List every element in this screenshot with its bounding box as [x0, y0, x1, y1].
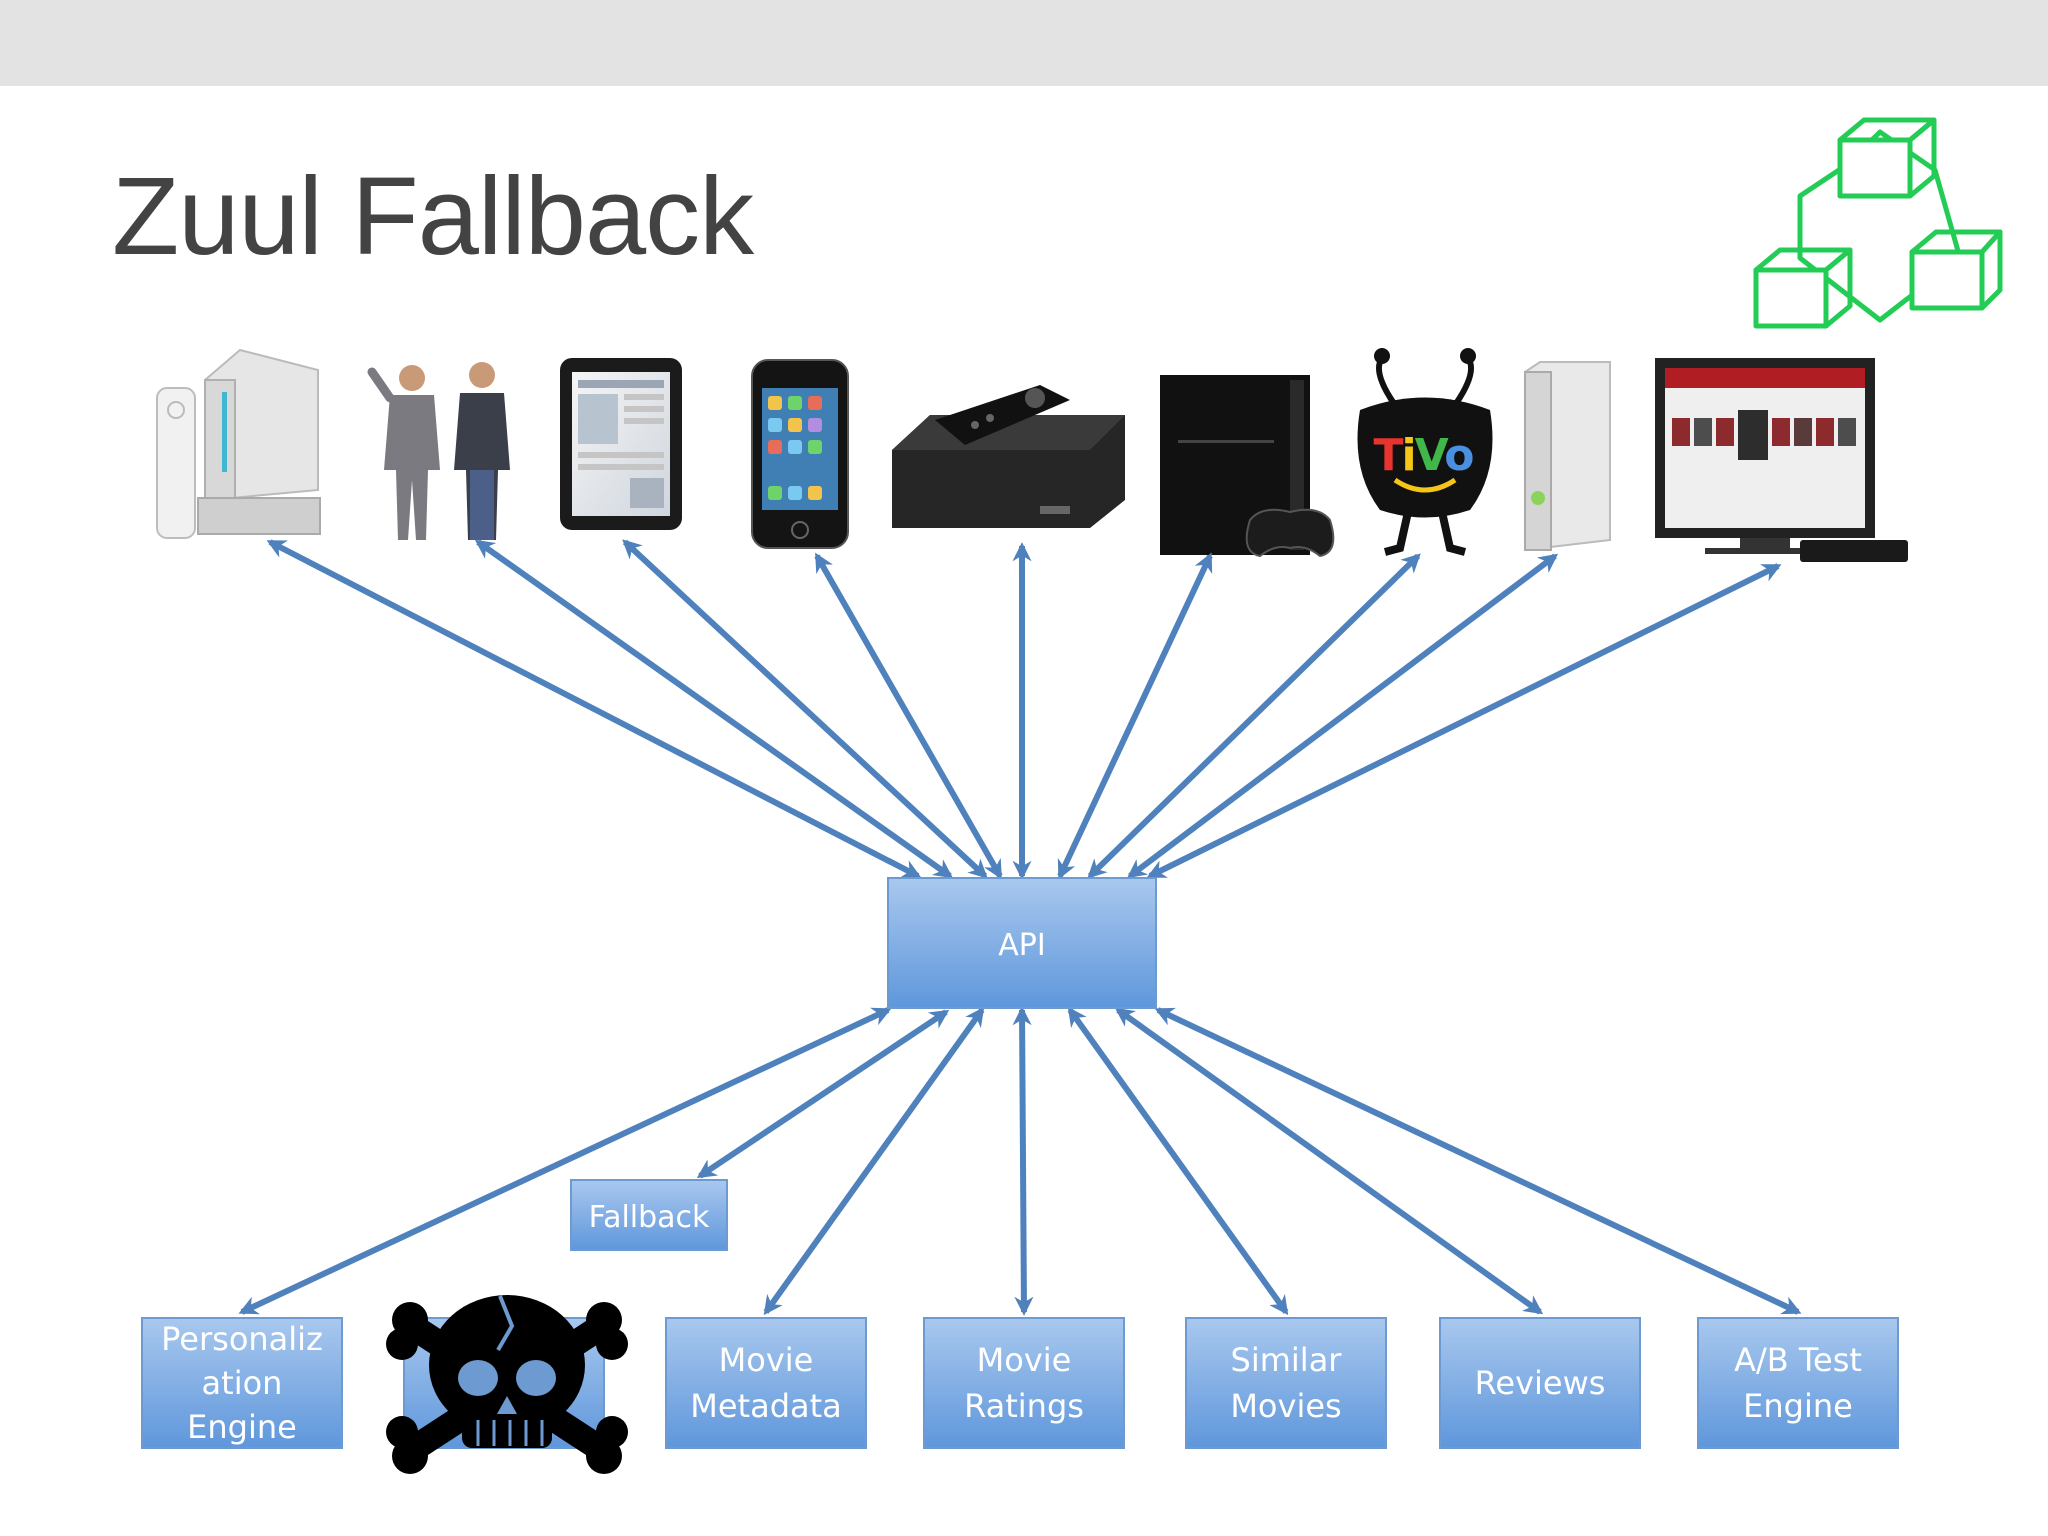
top-bar [0, 0, 2048, 86]
service-box-5: Reviews [1439, 1317, 1641, 1449]
service-box-rect [1439, 1317, 1641, 1449]
two-people-icon [367, 362, 510, 540]
tablet-icon [560, 358, 682, 530]
slide-title: Zuul Fallback [112, 155, 754, 278]
arrow-api-to-smart-tv [1146, 563, 1782, 879]
service-label-line: Personaliz [161, 1320, 323, 1358]
fallback-label: Fallback [589, 1200, 710, 1235]
service-box-rect [923, 1317, 1125, 1449]
arrow-api-to-wii [266, 539, 922, 879]
service-label-line: Ratings [964, 1387, 1084, 1425]
service-label-line: Movie [719, 1341, 814, 1379]
service-label-line: ation [202, 1364, 283, 1402]
set-top-box-icon [892, 385, 1125, 528]
smartphone-icon [751, 359, 849, 549]
arrow-api-to-xbox [1126, 553, 1559, 879]
xbox-console-icon [1524, 361, 1611, 552]
arrow-api-to-ipad [622, 539, 988, 879]
arrow-api-to-service-3 [1012, 1006, 1034, 1316]
service-label-line: Engine [187, 1408, 297, 1446]
game-console-icon [1160, 375, 1335, 558]
api-label: API [998, 928, 1045, 963]
fallback-box: Fallback [570, 1179, 728, 1251]
service-label-line: Movie [977, 1341, 1072, 1379]
service-box-rect [1185, 1317, 1387, 1449]
service-box-rect [141, 1317, 343, 1449]
connection-arrows [238, 539, 1802, 1316]
arrow-api-to-service-2 [763, 1006, 985, 1316]
service-label-line: A/B Test [1734, 1341, 1862, 1379]
wii-console-icon [156, 348, 321, 539]
tivo-mascot-icon: TiVo [1357, 348, 1493, 556]
service-box-rect [1697, 1317, 1899, 1449]
service-label-line: Similar [1231, 1341, 1343, 1379]
client-devices: TiVo [156, 348, 1908, 562]
arrow-api-to-service-0 [238, 1007, 892, 1315]
service-label-line: Engine [1743, 1387, 1853, 1425]
service-label-line: Metadata [690, 1387, 842, 1425]
arrow-api-to-service-6 [1154, 1007, 1802, 1315]
cube-network-logo-icon [1753, 117, 2003, 329]
skull-crossbones-icon [386, 1295, 628, 1474]
arrow-api-to-pc-mac [474, 539, 954, 879]
service-label-line: Reviews [1475, 1364, 1606, 1402]
arrow-api-to-iphone [814, 552, 1003, 880]
service-box-rect [665, 1317, 867, 1449]
arrow-api-to-fallback [696, 1009, 950, 1179]
service-label-line: Movies [1230, 1387, 1341, 1425]
api-box: API [887, 877, 1157, 1009]
tivo-logo-text: TiVo [1374, 430, 1474, 481]
television-icon [1655, 358, 1908, 562]
